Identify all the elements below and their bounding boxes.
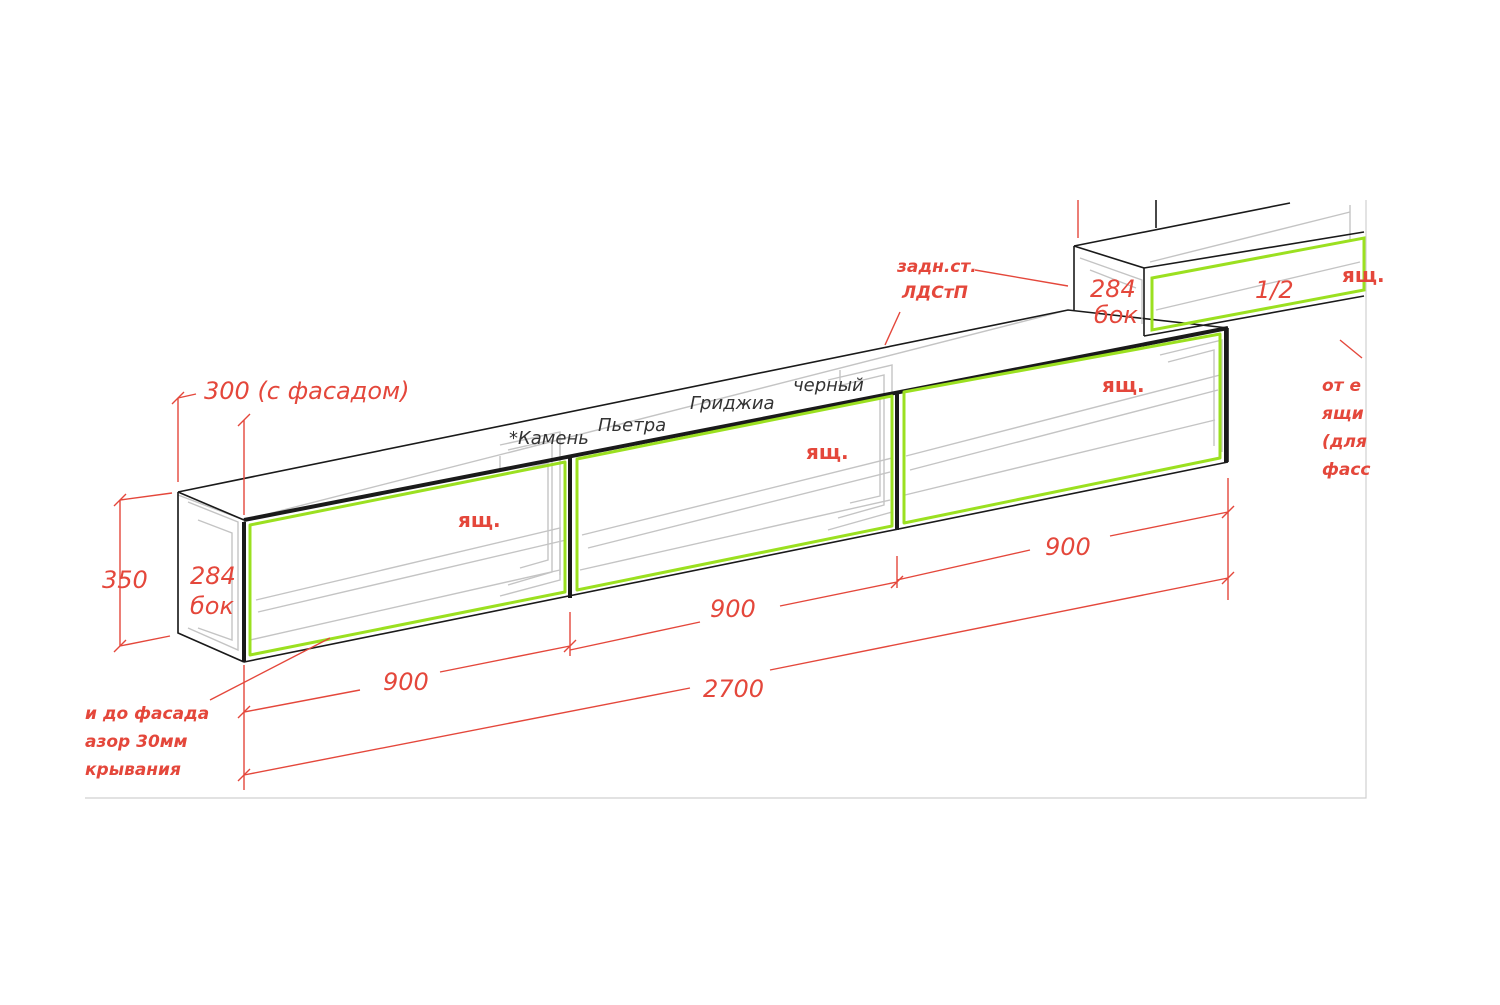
- side-label-right-word: бок: [1094, 301, 1138, 329]
- facade-highlights: [248, 332, 1222, 657]
- drawer-mark-4: ящ.: [1342, 263, 1385, 287]
- upper-facade-highlight: [1150, 236, 1366, 332]
- facade-gap-note-line-2: азор 30мм: [85, 732, 188, 752]
- top-front-edge: [243, 326, 1229, 522]
- facade-middle: [575, 394, 894, 592]
- depth-label: 300 (с фасадом): [204, 377, 410, 405]
- right-cut-note-line-1: от е: [1322, 376, 1361, 396]
- back-wall-note: задн.ст. ЛДСтП: [896, 257, 983, 303]
- total-width: 2700: [703, 675, 764, 703]
- side-label-right: 284 бок: [1090, 275, 1143, 329]
- upper-cabinet: [1073, 200, 1366, 337]
- material-word-4: черный: [793, 375, 864, 396]
- section-width-3: 900: [1045, 533, 1091, 561]
- right-cut-note: от е ящи (для фасс: [1321, 376, 1373, 480]
- cabinet-interior: [177, 309, 1223, 664]
- side-label-left-word: бок: [190, 592, 234, 620]
- section-width-1: 900: [383, 668, 429, 696]
- facade-gap-note-line-1: и до фасада: [85, 704, 209, 724]
- right-cut-note-line-3: (для: [1322, 432, 1367, 452]
- drawer-mark-1: ящ.: [458, 508, 501, 532]
- facade-left: [248, 460, 567, 657]
- back-wall-note-line-2: ЛДСтП: [901, 283, 968, 303]
- facade-gap-note: и до фасада азор 30мм крывания: [85, 704, 215, 780]
- side-label-left: 284 бок: [190, 562, 243, 620]
- side-label-left-num: 284: [190, 562, 236, 590]
- material-word-1: *Камень: [509, 428, 589, 449]
- main-cabinet: [177, 309, 1229, 664]
- dimension-lines: [113, 200, 1363, 790]
- upper-half-label: 1/2: [1255, 276, 1294, 304]
- material-word-3: Гриджиа: [690, 393, 775, 414]
- facade-separators: [242, 328, 1228, 662]
- right-cut-note-line-2: ящи: [1321, 404, 1364, 424]
- back-wall-note-line-1: задн.ст.: [896, 257, 977, 277]
- height-label: 350: [102, 566, 148, 594]
- frame-border: [85, 200, 1367, 799]
- material-word-2: Пьетра: [598, 415, 666, 436]
- drawer-mark-3: ящ.: [1102, 373, 1145, 397]
- section-width-2: 900: [710, 595, 756, 623]
- facade-right: [902, 332, 1222, 525]
- right-cut-note-line-4: фасс: [1322, 460, 1371, 480]
- drawer-mark-2: ящ.: [806, 440, 849, 464]
- side-label-right-num: 284: [1090, 275, 1136, 303]
- facade-gap-note-line-3: крывания: [85, 760, 181, 780]
